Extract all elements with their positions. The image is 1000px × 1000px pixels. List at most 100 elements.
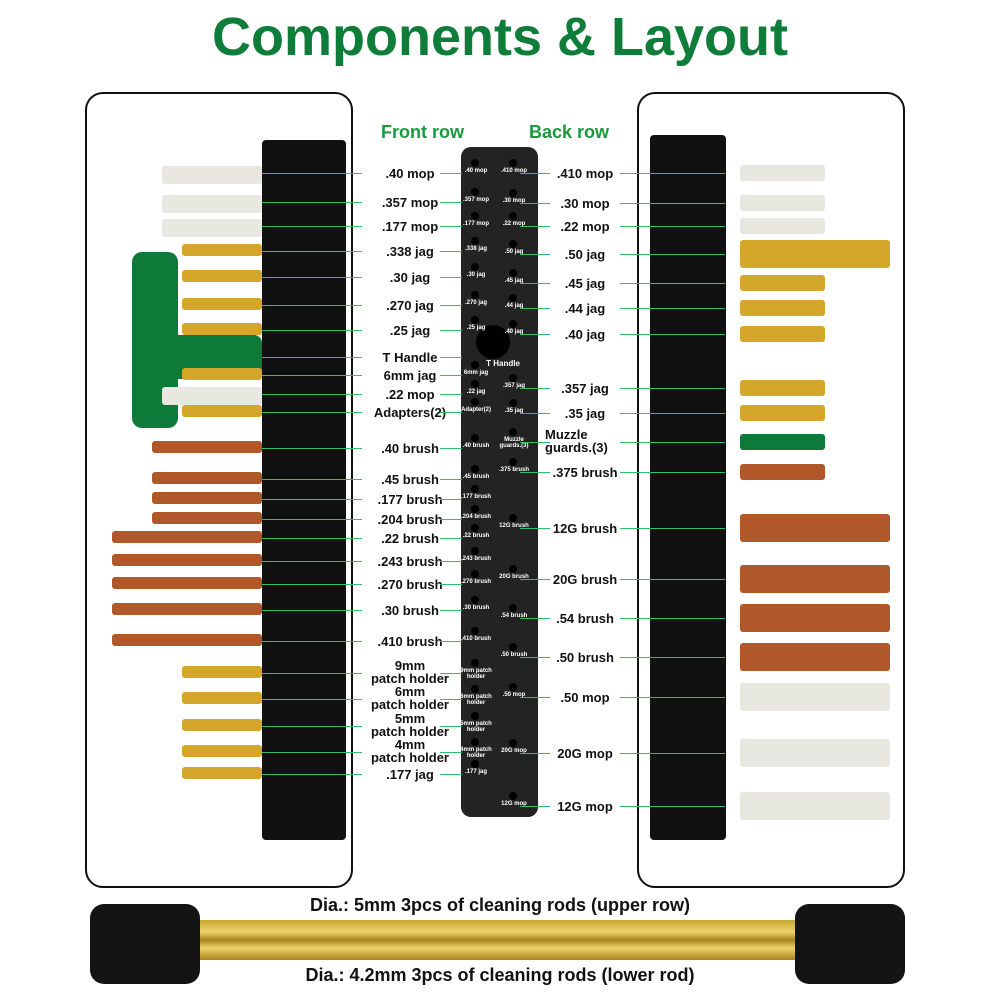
front-label: .357 mop xyxy=(381,195,439,210)
front-leader-line xyxy=(440,448,462,449)
brush-tool xyxy=(740,514,890,542)
brush-tool xyxy=(740,604,890,632)
front-leader-line xyxy=(262,330,362,331)
front-leader-line xyxy=(262,357,362,358)
plate-hole xyxy=(509,189,517,197)
back-leader-line xyxy=(520,618,550,619)
back-leader-line xyxy=(520,579,550,580)
plate-label: .243 brush xyxy=(460,556,491,562)
plate-label: .50 mop xyxy=(502,692,526,698)
plate-hole xyxy=(471,712,479,720)
plate-label: .22 mop xyxy=(502,221,526,227)
front-leader-line xyxy=(440,226,462,227)
front-leader-line xyxy=(262,752,362,753)
front-leader-line xyxy=(262,251,362,252)
plate-label: 20G mop xyxy=(501,748,527,754)
plate-label: .177 brush xyxy=(460,494,491,500)
back-leader-line xyxy=(620,334,725,335)
plate-label: .410 brush xyxy=(460,636,491,642)
front-label: .22 mop xyxy=(385,387,435,402)
front-label: Adapters(2) xyxy=(373,405,447,420)
plate-hole xyxy=(471,398,479,406)
plate-label: .375 brush xyxy=(498,467,529,473)
front-leader-line xyxy=(262,641,362,642)
back-label: .357 jag xyxy=(561,381,609,396)
back-leader-line xyxy=(620,308,725,309)
plate-hole xyxy=(509,565,517,573)
front-leader-line xyxy=(440,173,462,174)
handle-tool xyxy=(740,434,825,450)
back-leader-line xyxy=(620,697,725,698)
jag-tool xyxy=(182,719,262,731)
plate-hole xyxy=(471,237,479,245)
plate-hole xyxy=(471,361,479,369)
plate-hole xyxy=(471,570,479,578)
plate-label: 5mm patch holder xyxy=(460,721,492,733)
jag-tool xyxy=(740,405,825,421)
jag-tool xyxy=(182,368,262,380)
plate-hole xyxy=(471,760,479,768)
front-label: 6mm jag xyxy=(383,368,437,383)
jag-tool xyxy=(182,405,262,417)
mop-tool xyxy=(740,683,890,711)
back-holder-rail xyxy=(650,135,726,840)
brush-tool xyxy=(112,634,262,646)
back-label: .44 jag xyxy=(564,301,606,316)
plate-label: .357 mop xyxy=(462,197,489,203)
front-leader-line xyxy=(262,726,362,727)
plate-hole xyxy=(471,212,479,220)
front-leader-line xyxy=(440,330,462,331)
back-leader-line xyxy=(520,442,550,443)
front-label: .30 jag xyxy=(389,270,431,285)
front-leader-line xyxy=(440,561,462,562)
plate-label: .177 mop xyxy=(462,221,489,227)
front-leader-line xyxy=(440,277,462,278)
brush-tool xyxy=(740,643,890,671)
back-leader-line xyxy=(620,528,725,529)
jag-tool xyxy=(740,326,825,342)
front-label: .177 mop xyxy=(381,219,439,234)
back-leader-line xyxy=(520,308,550,309)
back-leader-line xyxy=(520,254,550,255)
brush-tool xyxy=(112,603,262,615)
plate-hole xyxy=(471,434,479,442)
plate-label: 20G brush xyxy=(499,574,529,580)
brush-tool xyxy=(740,565,890,593)
front-label: .40 mop xyxy=(385,166,435,181)
front-label: .204 brush xyxy=(377,512,443,527)
plate-hole xyxy=(509,428,517,436)
plate-label: .270 jag xyxy=(464,300,487,306)
front-leader-line xyxy=(440,699,462,700)
t-handle-hole xyxy=(476,325,510,359)
plate-hole xyxy=(509,320,517,328)
mop-tool xyxy=(740,792,890,820)
front-label: .22 brush xyxy=(381,531,439,546)
front-leader-line xyxy=(440,479,462,480)
plate-label: 9mm patch holder xyxy=(460,668,492,680)
brush-tool xyxy=(112,577,262,589)
jag-tool xyxy=(182,745,262,757)
mop-tool xyxy=(740,218,825,234)
plate-label: .50 jag xyxy=(504,249,524,255)
front-leader-line xyxy=(440,584,462,585)
mop-tool xyxy=(162,387,262,405)
jag-tool xyxy=(182,767,262,779)
back-leader-line xyxy=(520,334,550,335)
plate-hole xyxy=(471,738,479,746)
front-leader-line xyxy=(262,774,362,775)
back-leader-line xyxy=(520,388,550,389)
front-leader-line xyxy=(262,412,362,413)
front-holder-rail xyxy=(262,140,346,840)
jag-tool xyxy=(182,666,262,678)
plate-hole xyxy=(509,269,517,277)
plate-label: .30 mop xyxy=(502,198,526,204)
plate-hole xyxy=(471,485,479,493)
front-label: .177 brush xyxy=(377,492,443,507)
plate-hole xyxy=(509,643,517,651)
back-leader-line xyxy=(620,618,725,619)
back-label: .45 jag xyxy=(564,276,606,291)
front-leader-line xyxy=(440,673,462,674)
front-leader-line xyxy=(262,479,362,480)
plate-hole xyxy=(509,604,517,612)
plate-hole xyxy=(471,505,479,513)
